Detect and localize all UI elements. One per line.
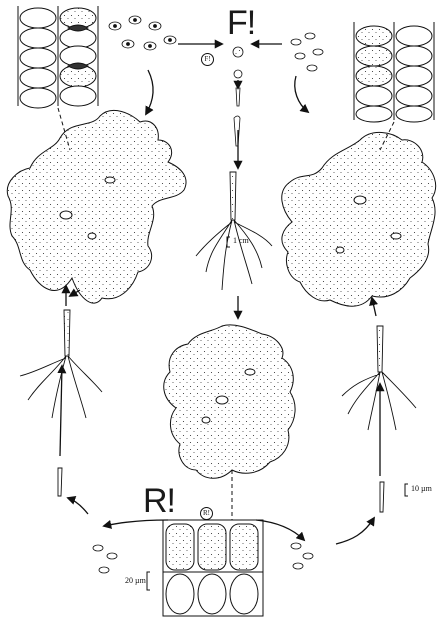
scale-label-thallus: 1 cm — [233, 236, 249, 245]
tissue-section-top-left — [18, 6, 98, 108]
meiosis-label: R! — [143, 484, 175, 518]
fertilization-small-label: F! — [201, 53, 214, 66]
scale-label-germling: 10 µm — [411, 484, 432, 493]
tissue-section-top-right — [354, 22, 434, 122]
thallus-bottom — [164, 325, 295, 478]
thallus-left — [7, 110, 186, 303]
meiosis-small-label: R! — [200, 507, 213, 520]
tissue-section-bottom — [163, 520, 263, 616]
fertilization-label: F! — [227, 6, 255, 40]
gametes-top-right — [291, 33, 323, 71]
young-sporophyte-center — [196, 172, 272, 290]
scale-label-tissue: 20 µm — [125, 576, 146, 585]
thallus-right — [282, 132, 436, 306]
gametes-top-left — [109, 16, 176, 50]
